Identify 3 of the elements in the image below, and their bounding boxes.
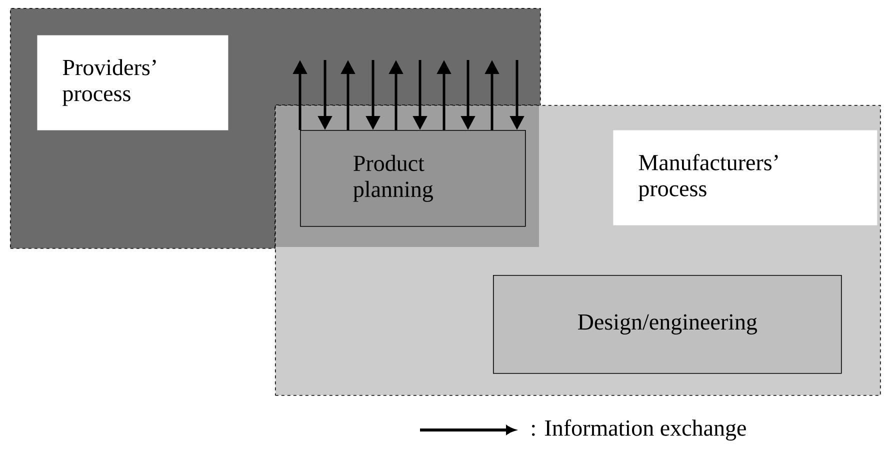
process-box: Product planning bbox=[300, 130, 526, 227]
legend-text: : Information exchange bbox=[532, 419, 746, 441]
process-box: Design/engineering bbox=[493, 275, 842, 374]
